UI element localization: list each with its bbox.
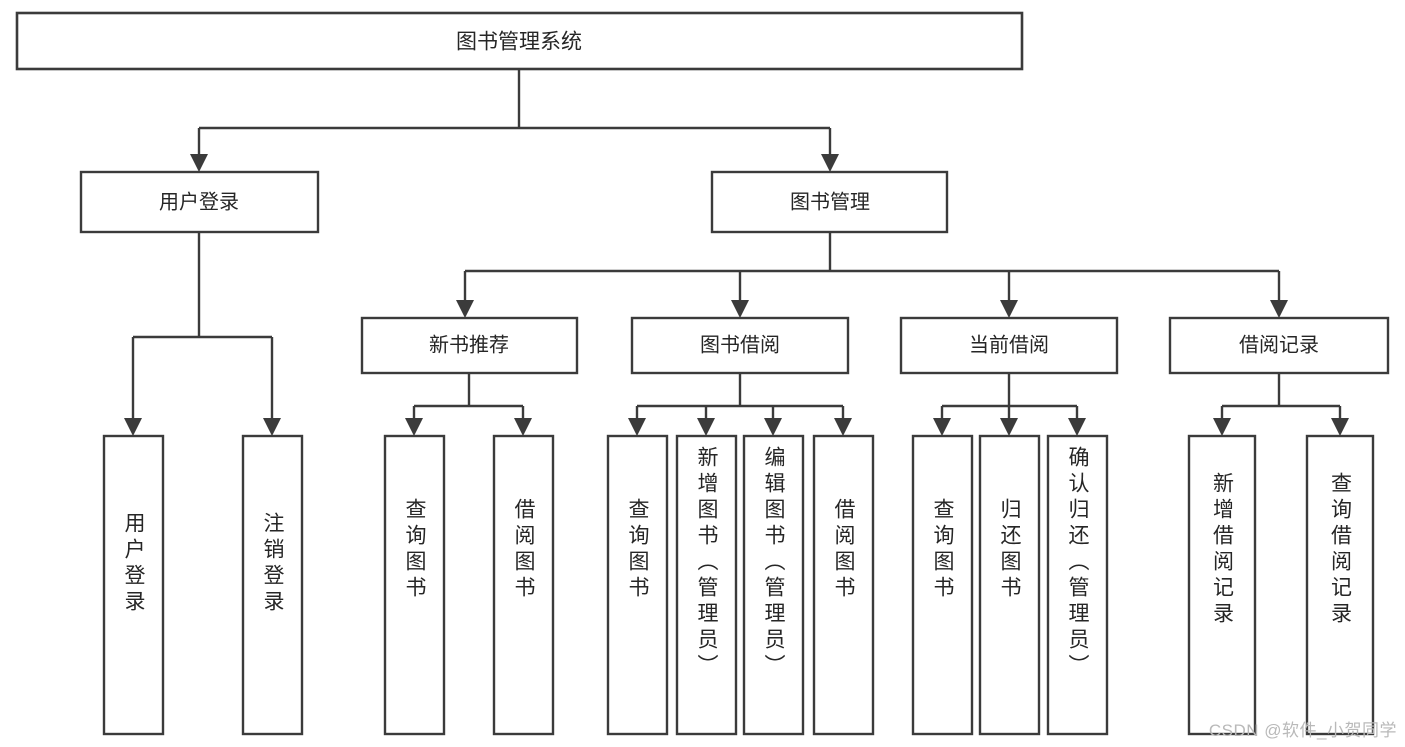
- node-book-borrow-box[interactable]: [630, 316, 850, 375]
- connectors-book-manage-to-level3: [456, 232, 1288, 318]
- leaf-return-book-box[interactable]: [978, 434, 1041, 736]
- leaf-borrow-book-2-box[interactable]: [812, 434, 875, 736]
- connectors-book-borrow-to-leaves: [628, 373, 852, 436]
- node-new-book-recommend-box[interactable]: [360, 316, 579, 375]
- connectors-borrow-record-to-leaves: [1213, 373, 1349, 436]
- arrowhead-leaf-query-book-3: [933, 418, 951, 436]
- leaf-boxes: [102, 434, 1375, 736]
- arrowhead-leaf-query-book-1: [405, 418, 423, 436]
- arrowhead-book-borrow: [731, 300, 749, 318]
- csdn-watermark: CSDN @软件_小贺同学: [1208, 721, 1397, 740]
- arrowhead-leaf-query-record: [1331, 418, 1349, 436]
- node-borrow-record-label: 借阅记录: [1239, 333, 1319, 356]
- leaf-query-record-box[interactable]: [1305, 434, 1375, 736]
- node-book-borrow[interactable]: 图书借阅: [630, 316, 850, 375]
- leaf-borrow-book-1-box[interactable]: [492, 434, 555, 736]
- arrowhead-leaf-add-book: [697, 418, 715, 436]
- connectors-new-book-recommend-to-leaves: [405, 373, 532, 436]
- arrowhead-current-borrow: [1000, 300, 1018, 318]
- node-book-manage-label: 图书管理: [790, 190, 870, 213]
- node-user-login-box[interactable]: [79, 170, 320, 234]
- arrowhead-leaf-logout-login: [263, 418, 281, 436]
- arrowhead-new-book-recommend: [456, 300, 474, 318]
- leaf-query-book-2-box[interactable]: [606, 434, 669, 736]
- arrowhead-leaf-borrow-book-1: [514, 418, 532, 436]
- node-new-book-recommend-label: 新书推荐: [429, 333, 509, 356]
- connectors-current-borrow-to-leaves: [933, 373, 1086, 436]
- node-user-login-label: 用户登录: [159, 190, 239, 213]
- node-new-book-recommend[interactable]: 新书推荐: [360, 316, 579, 375]
- node-borrow-record[interactable]: 借阅记录: [1168, 316, 1390, 375]
- leaf-add-book-box[interactable]: [675, 434, 738, 736]
- arrowhead-leaf-query-book-2: [628, 418, 646, 436]
- arrowhead-leaf-edit-book: [764, 418, 782, 436]
- node-book-borrow-label: 图书借阅: [700, 333, 780, 356]
- node-current-borrow-label: 当前借阅: [969, 333, 1049, 356]
- leaf-confirm-return-box[interactable]: [1046, 434, 1109, 736]
- node-user-login[interactable]: 用户登录: [79, 170, 320, 234]
- arrowhead-book-manage: [821, 154, 839, 172]
- arrowhead-leaf-borrow-book-2: [834, 418, 852, 436]
- connectors-root-to-level2: [190, 70, 839, 172]
- leaf-query-book-3-box[interactable]: [911, 434, 974, 736]
- connectors-user-login-to-leaves: [124, 232, 281, 436]
- node-book-manage-box[interactable]: [710, 170, 949, 234]
- arrowhead-borrow-record: [1270, 300, 1288, 318]
- node-book-manage[interactable]: 图书管理: [710, 170, 949, 234]
- leaf-edit-book-box[interactable]: [742, 434, 805, 736]
- node-root-label: 图书管理系统: [456, 31, 582, 54]
- node-borrow-record-box[interactable]: [1168, 316, 1390, 375]
- arrowhead-leaf-return-book: [1000, 418, 1018, 436]
- node-root-box[interactable]: [15, 11, 1024, 71]
- arrowhead-leaf-confirm-return: [1068, 418, 1086, 436]
- leaf-add-record-box[interactable]: [1187, 434, 1257, 736]
- leaf-logout-login-box[interactable]: [241, 434, 304, 736]
- arrowhead-leaf-add-record: [1213, 418, 1231, 436]
- leaf-query-book-1-box[interactable]: [383, 434, 446, 736]
- leaf-user-login-box[interactable]: [102, 434, 165, 736]
- arrowhead-leaf-user-login: [124, 418, 142, 436]
- node-current-borrow-box[interactable]: [899, 316, 1119, 375]
- node-current-borrow[interactable]: 当前借阅: [899, 316, 1119, 375]
- node-root[interactable]: 图书管理系统: [15, 11, 1024, 71]
- arrowhead-user-login: [190, 154, 208, 172]
